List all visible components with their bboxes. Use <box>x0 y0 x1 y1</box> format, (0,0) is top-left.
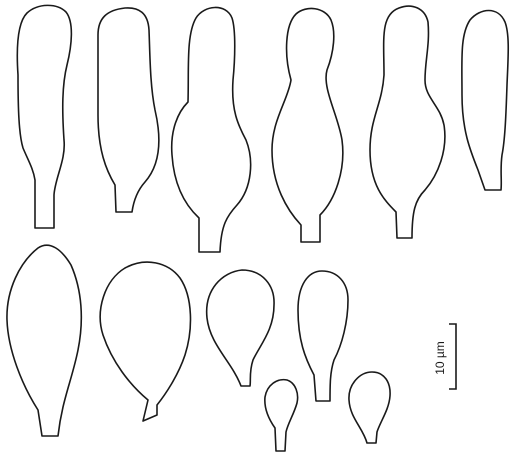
cystidium-10 <box>298 271 348 401</box>
cystidium-6 <box>462 11 508 191</box>
cystidium-12 <box>349 372 390 443</box>
cystidium-9 <box>207 270 274 386</box>
cystidium-11 <box>265 380 298 451</box>
scale-bar: 10 µm <box>433 324 456 389</box>
cystidium-3 <box>172 7 251 252</box>
cystidium-7 <box>7 245 81 436</box>
cystidium-2 <box>98 8 159 212</box>
cystidium-4 <box>272 8 343 242</box>
cystidium-5 <box>370 6 445 238</box>
scale-bar-line <box>449 324 456 389</box>
scale-bar-label: 10 µm <box>433 341 447 375</box>
cystidium-1 <box>17 5 71 228</box>
cystidium-8 <box>100 262 190 421</box>
